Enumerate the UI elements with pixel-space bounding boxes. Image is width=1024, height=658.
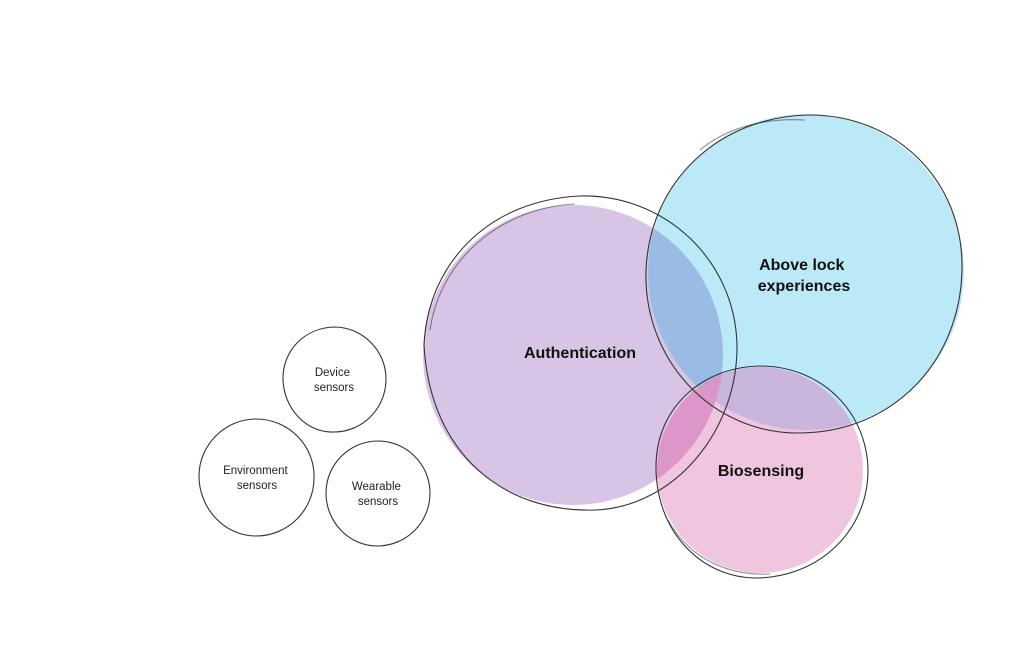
authentication-label-line1: Authentication [524,345,636,362]
above-lock-outline-stroke2 [699,119,806,151]
authentication-outline-stroke2 [429,203,576,331]
environment-sensors-line2: sensors [237,480,278,492]
biosensing-label: Biosensing [718,463,804,480]
authentication-label: Authentication [524,345,636,362]
device-sensors-circle [282,326,387,433]
environment-sensors-line1: Environment [223,465,288,477]
device-sensors-label: Device sensors [314,367,355,394]
device-sensors-line2: sensors [314,382,355,394]
sensor-group: Device sensors Environment sensors Weara… [198,326,431,547]
authentication-outline [423,195,738,511]
biosensing-label-line1: Biosensing [718,463,804,480]
venn-outlines [423,114,963,579]
overlap-auth-bio [657,367,723,505]
venn-overlaps [648,205,863,505]
environment-sensors-circle [198,418,315,537]
authentication-circle [423,205,723,505]
device-sensors-line1: Device [315,367,350,379]
wearable-sensors-label: Wearable sensors [352,481,404,508]
wearable-sensors-line2: sensors [358,496,399,508]
above-lock-outline [645,114,963,434]
above-lock-circle [648,114,964,430]
environment-sensors-label: Environment sensors [223,465,291,492]
biosensing-outline-stroke2 [667,519,771,575]
above-lock-label: Above lock experiences [758,257,851,295]
wearable-sensors-circle [325,440,431,547]
biosensing-outline [655,365,869,579]
wearable-sensors-line1: Wearable [352,481,401,493]
above-lock-label-line2: experiences [758,278,851,295]
above-lock-label-line1: Above lock [759,257,844,274]
